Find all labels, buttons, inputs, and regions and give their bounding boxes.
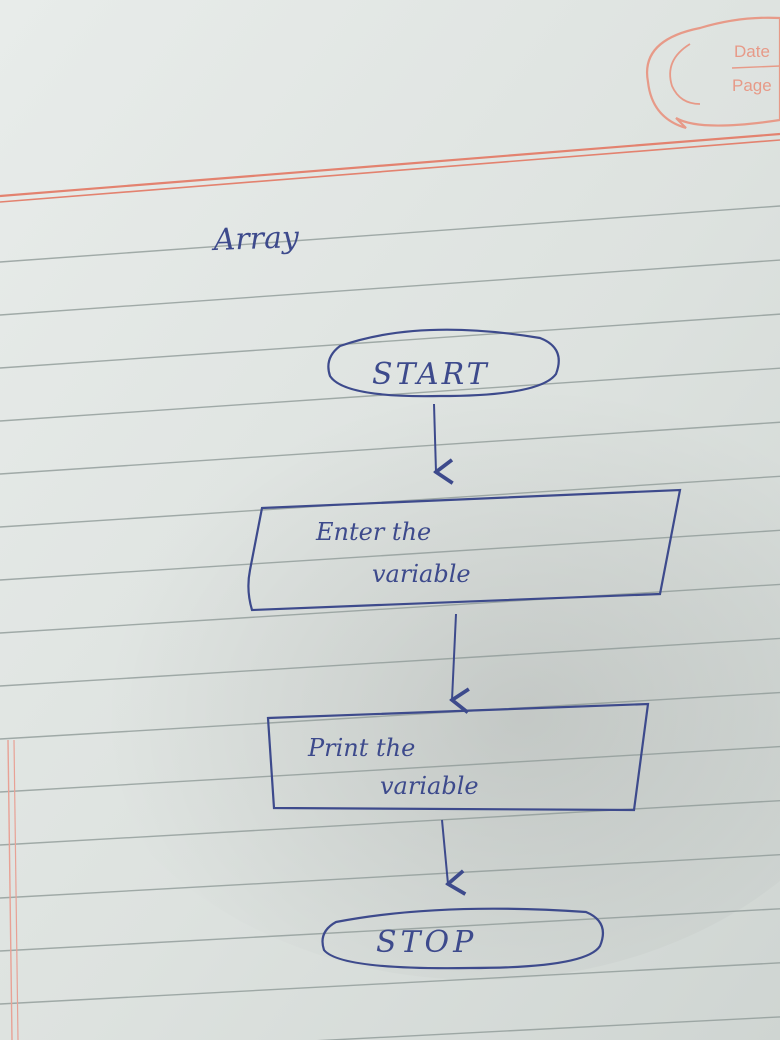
start-label: START	[372, 357, 490, 392]
ruled-line	[0, 691, 780, 740]
output-rectangle-shape	[266, 702, 650, 812]
ruled-line	[0, 259, 780, 316]
ruled-line	[0, 854, 780, 899]
date-page-stamp: Date Page	[645, 16, 780, 130]
stop-terminator-shape	[321, 907, 604, 970]
ruled-line	[0, 962, 780, 1005]
ruled-line	[0, 637, 780, 687]
output-node: Print the variable	[266, 702, 650, 812]
ruled-line	[0, 421, 780, 475]
ruled-line	[0, 313, 780, 369]
input-label-line-2: variable	[372, 560, 471, 588]
ruled-line	[0, 205, 780, 263]
input-node: Enter the variable	[247, 488, 682, 612]
ruled-line	[0, 908, 780, 952]
phone-shadow	[60, 320, 780, 980]
arrow-output-to-stop	[441, 819, 448, 884]
output-label-line-1: Print the	[307, 734, 415, 762]
arrow-start-to-input	[433, 403, 436, 472]
stamp-curl	[669, 43, 701, 105]
input-label-line-1: Enter the	[315, 518, 431, 546]
ruled-line	[0, 799, 780, 846]
stamp-date-line	[731, 65, 780, 69]
stamp-date-label: Date	[734, 42, 770, 61]
stop-label: STOP	[376, 925, 477, 960]
ruled-line	[0, 583, 780, 634]
input-parallelogram-shape	[247, 488, 682, 612]
ruled-line	[0, 529, 780, 581]
flowchart: START Enter the variable Print the varia…	[247, 328, 682, 970]
ruled-line	[317, 1016, 780, 1040]
stamp-page-label: Page	[732, 76, 772, 95]
start-node: START	[327, 328, 560, 398]
stop-node: STOP	[321, 907, 604, 970]
page-title: Array	[210, 220, 300, 258]
start-terminator-shape	[327, 328, 560, 398]
top-margin-line	[0, 132, 780, 203]
output-label-line-2: variable	[380, 772, 479, 800]
ruled-line	[0, 745, 780, 793]
arrow-input-to-output	[452, 613, 456, 700]
stamp-border	[645, 16, 780, 130]
left-margin-line	[7, 739, 19, 1040]
